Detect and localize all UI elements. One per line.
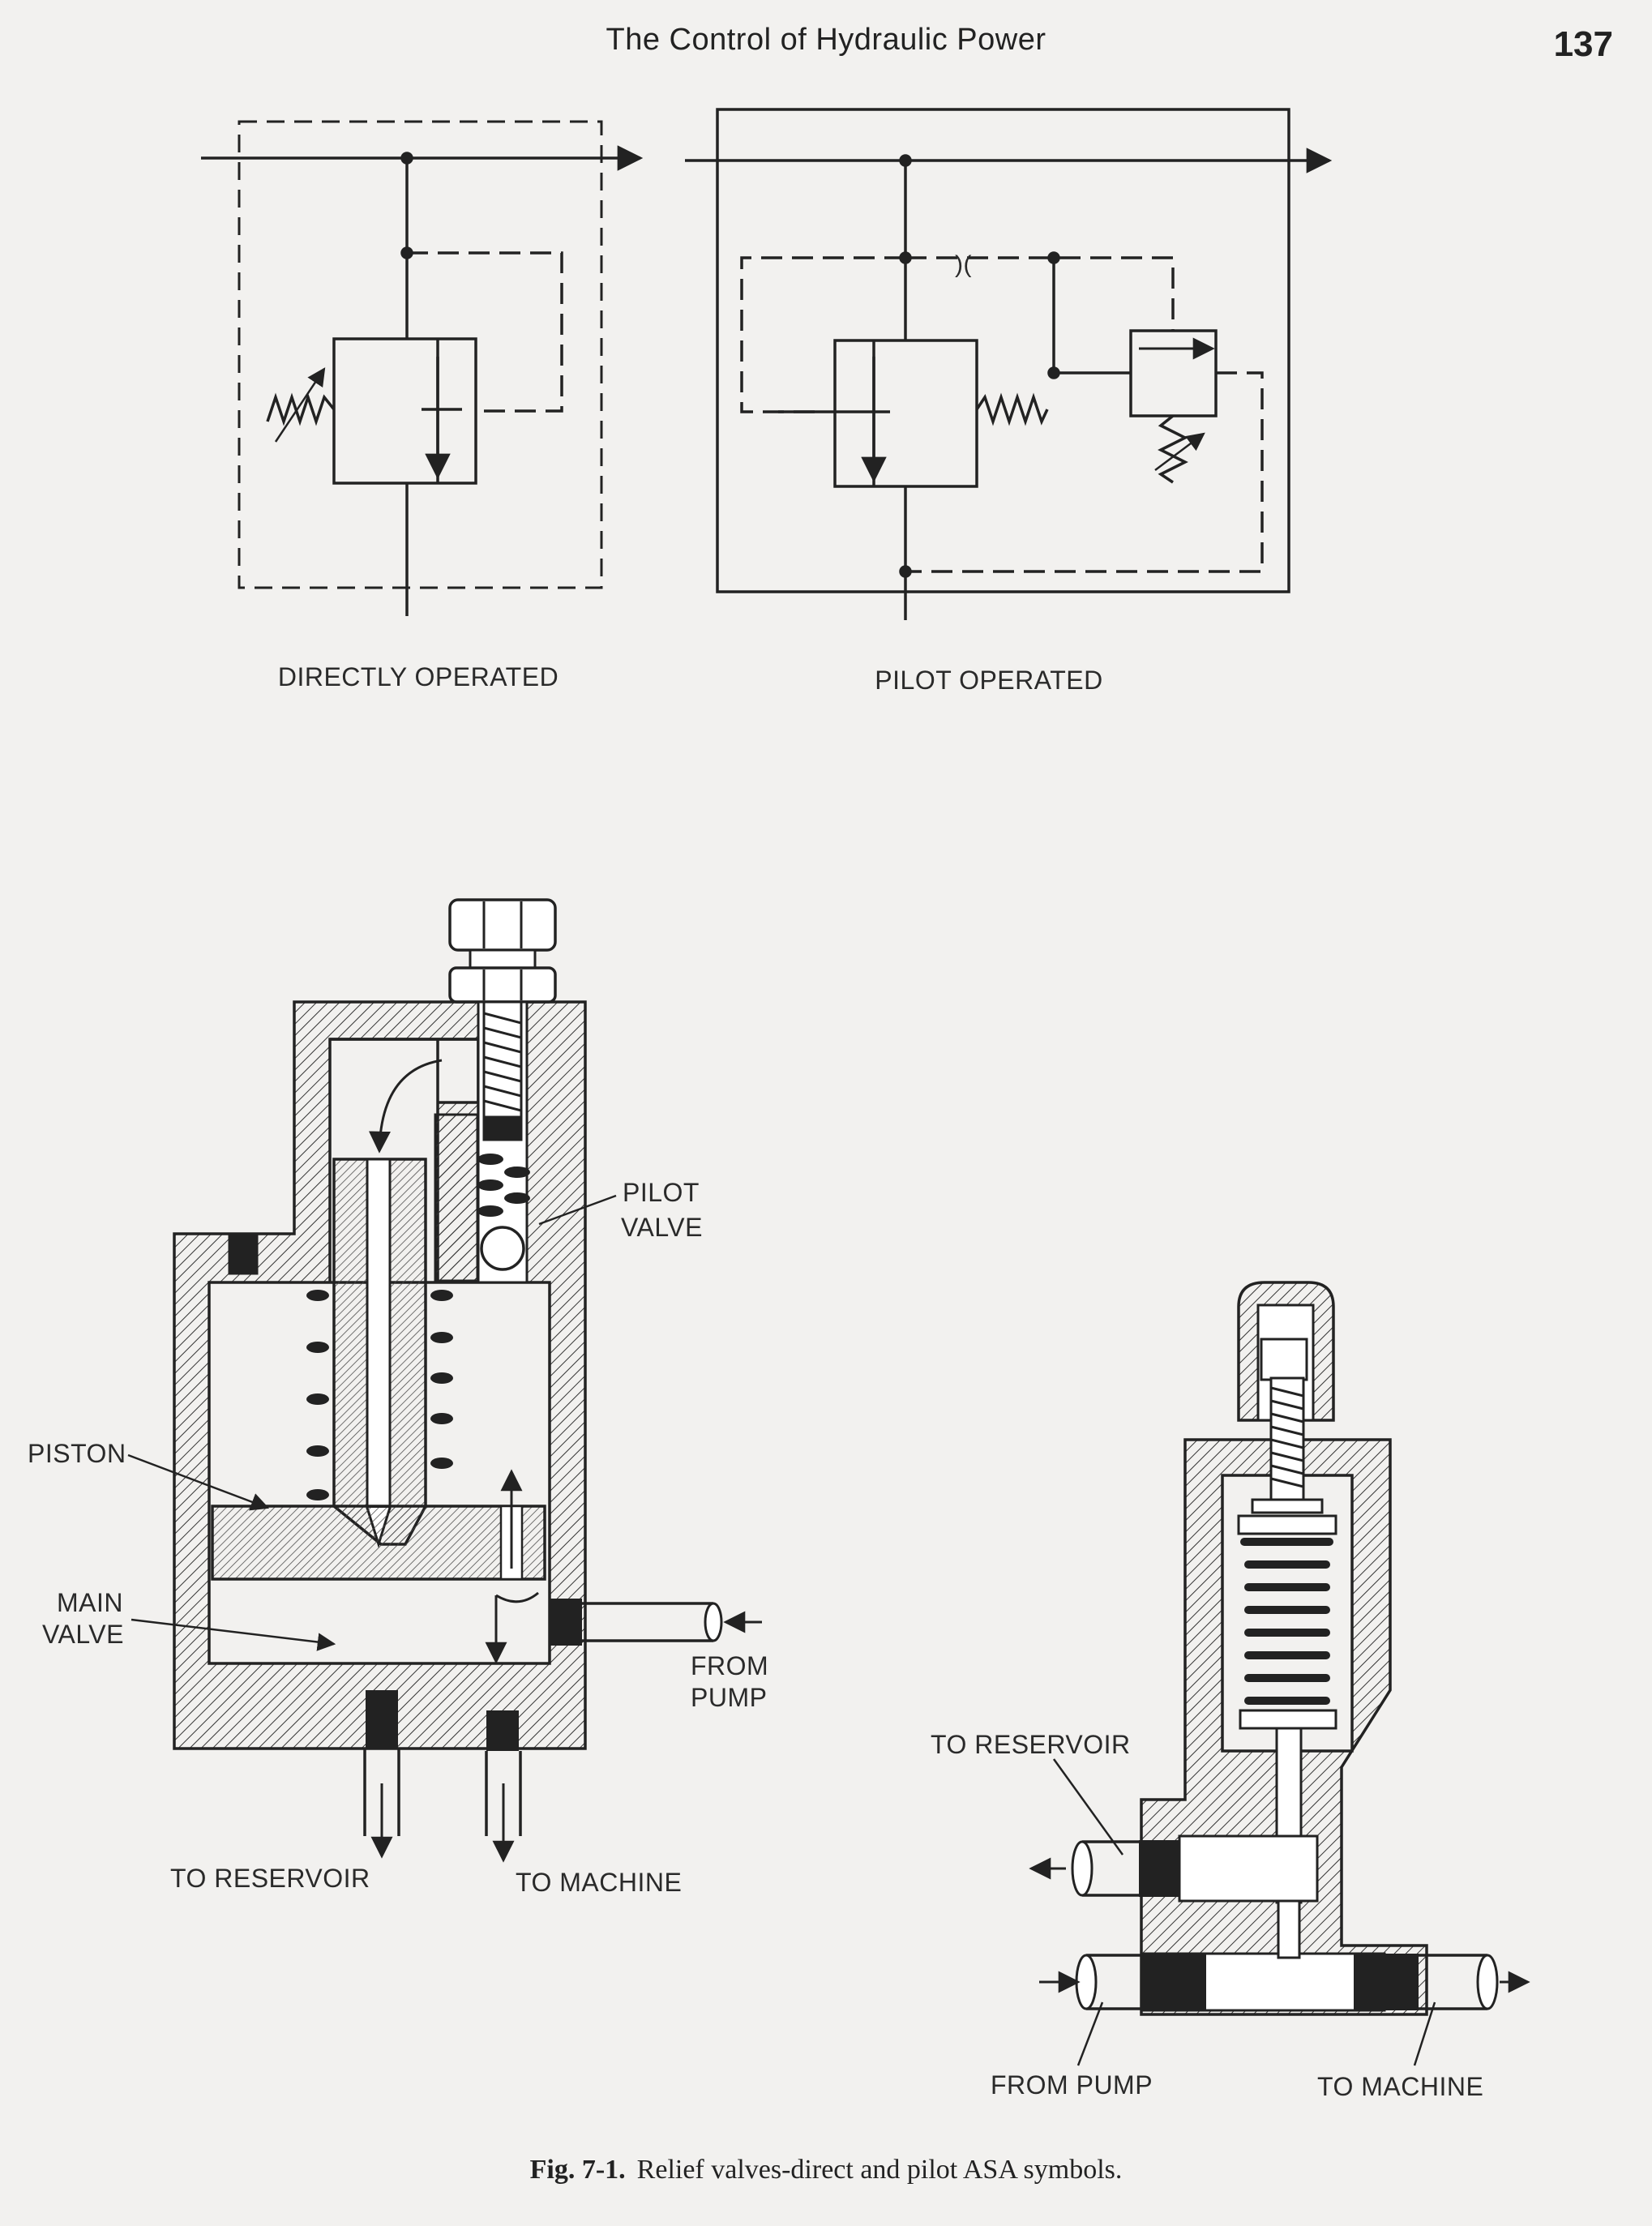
- from-pump-label-line2: PUMP: [691, 1683, 767, 1712]
- main-valve-label-line1: MAIN: [57, 1588, 123, 1617]
- page-number: 137: [1553, 24, 1613, 64]
- pilot-valve-label-line1: PILOT: [623, 1178, 700, 1207]
- direct-operated-label: DIRECTLY OPERATED: [278, 662, 559, 691]
- figure-caption: Fig. 7-1. Relief valves-direct and pilot …: [0, 2155, 1652, 2185]
- small-to-machine-label: TO MACHINE: [1317, 2072, 1483, 2101]
- pilot-main-spring-icon: [975, 392, 1049, 426]
- small-valve-stem: [1269, 1376, 1305, 1501]
- main-spring: [306, 1290, 453, 1500]
- piston-label: PISTON: [28, 1439, 126, 1468]
- pilot-enclosure: [716, 108, 1290, 593]
- pilot-main-envelope: [833, 339, 978, 488]
- pilot-operated-symbol: )(: [685, 108, 1333, 620]
- reservoir-pipe: [363, 1749, 400, 1836]
- adjusting-screw: [482, 1000, 523, 1141]
- direct-operated-symbol: [201, 120, 644, 616]
- from-pump-label-line1: FROM: [691, 1651, 768, 1680]
- pilot-ball: [480, 1226, 525, 1271]
- direct-relief-valve-cutaway: [1029, 1281, 1530, 2066]
- pilot-valve-envelope: [1129, 329, 1218, 417]
- direct-enclosure: [238, 120, 603, 589]
- piston: [211, 1505, 546, 1581]
- small-valve-spring: [1240, 1538, 1333, 1705]
- direct-spring-icon: [266, 392, 336, 426]
- inlet-pipe: [582, 1602, 713, 1642]
- lock-nut: [448, 966, 557, 1004]
- main-valve-label-line2: VALVE: [42, 1620, 124, 1649]
- pilot-valve-label-line2: VALVE: [621, 1213, 703, 1242]
- figure-number: Fig. 7-1.: [529, 2155, 626, 2185]
- caption-text: Relief valves-direct and pilot ASA symbo…: [636, 2155, 1123, 2185]
- running-header: The Control of Hydraulic Power: [606, 23, 1046, 57]
- direct-pilot-line: [407, 251, 563, 413]
- pilot-operated-label: PILOT OPERATED: [875, 666, 1102, 695]
- small-to-reservoir-label: TO RESERVOIR: [931, 1730, 1131, 1759]
- to-machine-label: TO MACHINE: [516, 1868, 682, 1897]
- pilot-relief-valve-cutaway: [127, 898, 762, 1863]
- small-from-pump-label: FROM PUMP: [991, 2070, 1153, 2100]
- direct-valve-envelope: [332, 337, 477, 485]
- to-reservoir-label: TO RESERVOIR: [170, 1864, 370, 1893]
- pilot-spring: [477, 1154, 530, 1217]
- adjusting-cap-nut: [448, 898, 557, 952]
- inlet-pipe-threads: [550, 1599, 582, 1646]
- machine-pipe: [485, 1751, 522, 1836]
- svg-text:)(: )(: [955, 251, 972, 278]
